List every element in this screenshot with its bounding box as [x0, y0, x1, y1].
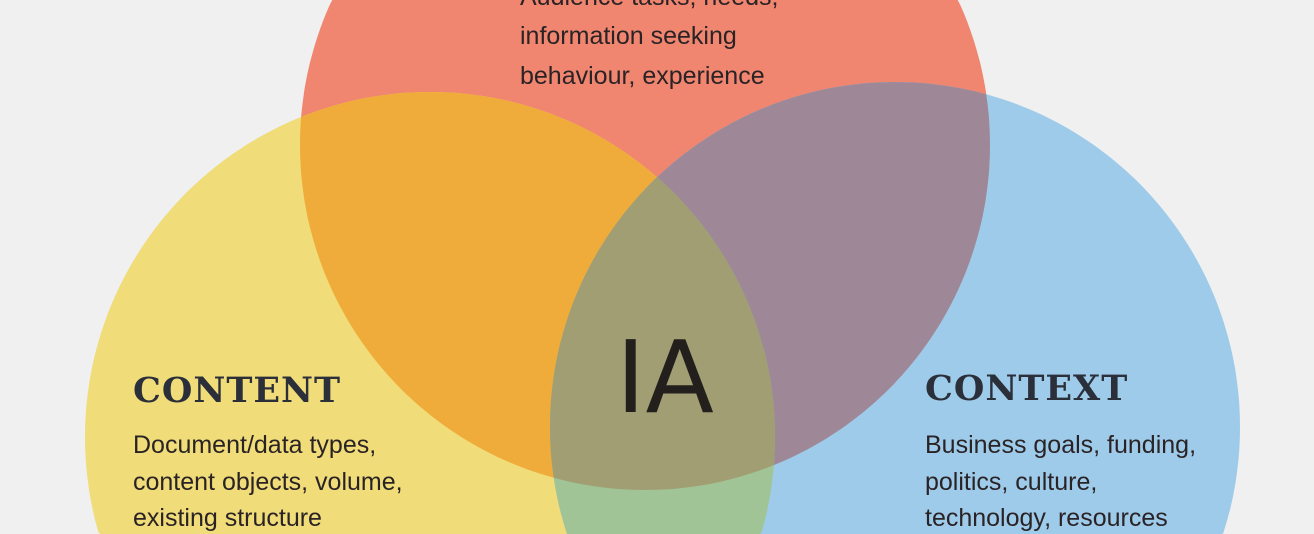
- context-line: technology, resources: [925, 504, 1168, 532]
- center-label: IA: [616, 319, 714, 436]
- context-heading: CONTEXT: [925, 368, 1128, 409]
- context-text: CONTEXT Business goals, funding, politic…: [925, 368, 1196, 532]
- content-heading: CONTENT: [133, 370, 341, 411]
- context-line: Business goals, funding,: [925, 431, 1196, 459]
- users-text: Audience tasks, needs, information seeki…: [520, 0, 779, 90]
- content-line: content objects, volume,: [133, 468, 403, 496]
- context-line: politics, culture,: [925, 468, 1097, 496]
- users-line: information seeking: [520, 22, 737, 50]
- content-line: existing structure: [133, 504, 322, 532]
- users-line: behaviour, experience: [520, 62, 765, 90]
- content-text: CONTENT Document/data types, content obj…: [133, 370, 403, 532]
- users-line: Audience tasks, needs,: [520, 0, 779, 11]
- content-line: Document/data types,: [133, 431, 376, 459]
